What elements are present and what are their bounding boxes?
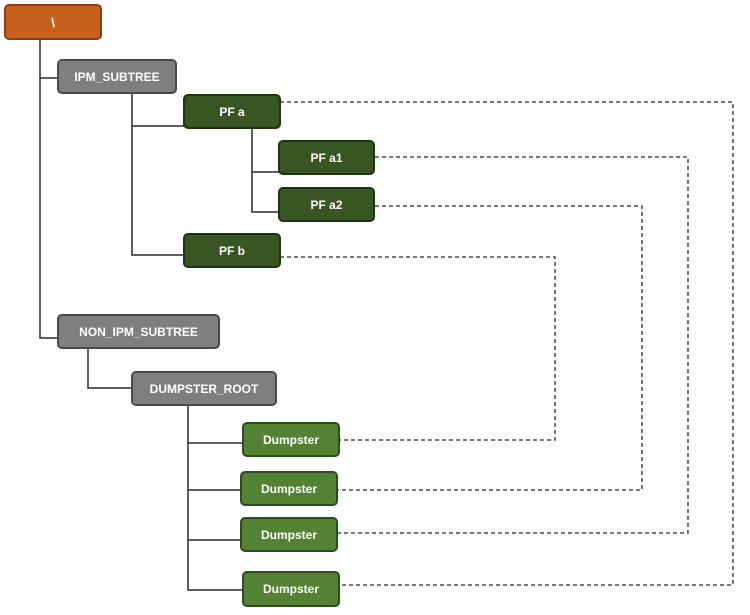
connector-dumpster-root-d4 (187, 540, 244, 591)
dumpster-label: Dumpster (260, 481, 317, 496)
connector-dumpster-root-d2 (187, 443, 242, 491)
dumpster-root-label: DUMPSTER_ROOT (149, 381, 259, 396)
dumpster-node-2: Dumpster (240, 471, 338, 506)
pf-a2-node: PF a2 (278, 187, 375, 222)
ipm-subtree-label: IPM_SUBTREE (74, 69, 160, 84)
link-pfa1-dumpster-3 (338, 156, 689, 534)
connector-pfa-pfa1 (251, 128, 280, 173)
dumpster-label: Dumpster (262, 582, 319, 596)
pf-a1-label: PF a1 (310, 150, 343, 165)
pf-a1-node: PF a1 (278, 140, 375, 175)
pf-b-node: PF b (183, 233, 281, 268)
root-folder: \ (4, 4, 102, 40)
dumpster-root-node: DUMPSTER_ROOT (131, 371, 277, 406)
connector-dumpster-root-d3 (187, 490, 242, 541)
pf-a-label: PF a (219, 104, 245, 119)
link-pfa-dumpster-4 (280, 101, 734, 586)
pf-b-label: PF b (219, 243, 245, 258)
link-pfb-dumpster-1 (280, 256, 556, 441)
link-pfa2-dumpster-2 (338, 205, 643, 491)
connector-root-non-ipm (39, 78, 58, 339)
connector-dumpster-root-d1 (187, 406, 244, 444)
dumpster-label: Dumpster (262, 432, 319, 447)
connector-root-ipm (39, 40, 58, 79)
connector-ipm-pfb (131, 126, 185, 256)
non-ipm-subtree-node: NON_IPM_SUBTREE (57, 314, 220, 349)
dumpster-label: Dumpster (260, 527, 317, 542)
dumpster-node-4: Dumpster (242, 571, 340, 607)
root-folder-label: \ (51, 14, 55, 30)
dumpster-node-1: Dumpster (242, 422, 340, 457)
connector-non-ipm-dumpster-root (87, 348, 133, 389)
non-ipm-subtree-label: NON_IPM_SUBTREE (79, 324, 198, 339)
ipm-subtree-node: IPM_SUBTREE (57, 59, 177, 94)
pf-a-node: PF a (183, 94, 281, 129)
connector-ipm-pfa (131, 93, 185, 127)
dumpster-node-3: Dumpster (240, 517, 338, 552)
pf-a2-label: PF a2 (310, 197, 343, 212)
connector-pfa-pfa2 (251, 172, 280, 213)
